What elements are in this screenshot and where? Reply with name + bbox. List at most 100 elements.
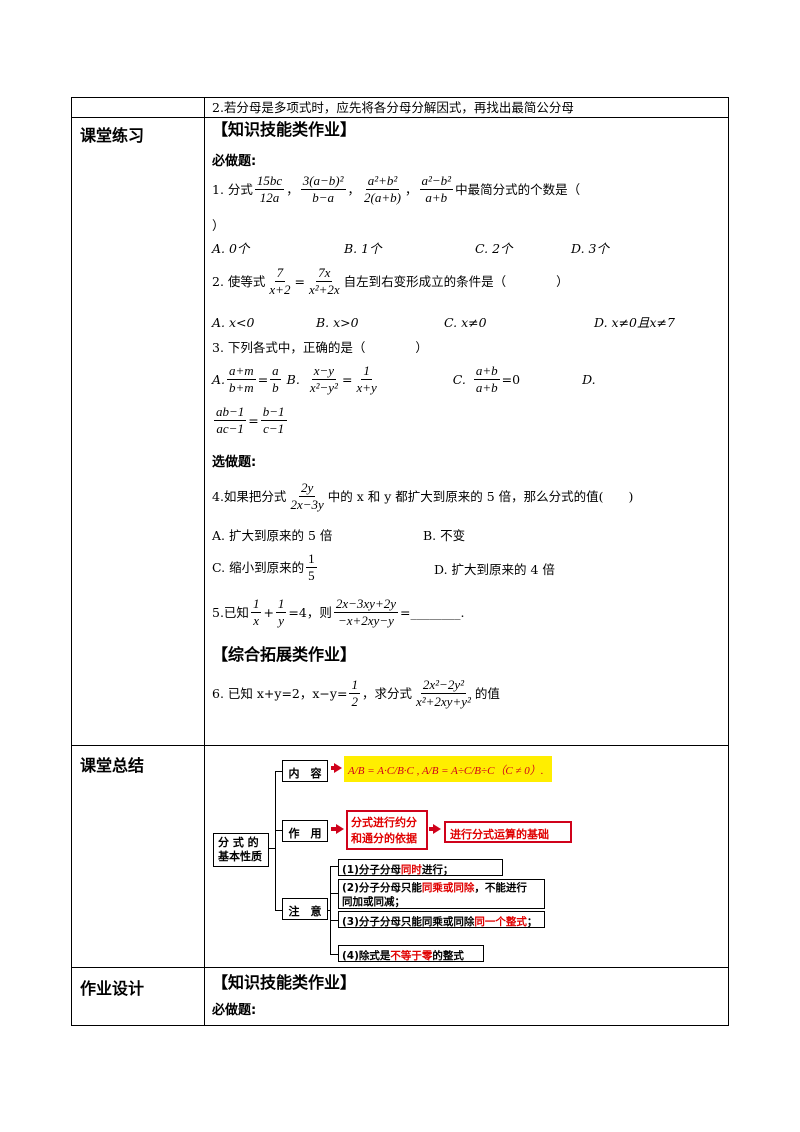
- q4-suffix: 中的 x 和 y 都扩大到原来的 5 倍，那么分式的值( ): [327, 488, 634, 504]
- content-formula: A/B = A·C/B·C , A/B = A÷C/B÷C（C ≠ 0）.: [344, 756, 552, 782]
- table-line-left: [71, 97, 72, 1026]
- note-4-pre: (4)除式是: [342, 950, 391, 962]
- content-arrow: [334, 763, 342, 773]
- q4-c-den: 5: [308, 568, 315, 584]
- q3-d-rden: c−1: [263, 421, 285, 437]
- notes-connector: [326, 910, 331, 911]
- q4-prefix: 4.如果把分式: [212, 488, 287, 504]
- note-4: (4)除式是不等于零的整式: [338, 945, 484, 962]
- table-line-mid: [204, 97, 205, 1026]
- q3-a-num: a+m: [227, 363, 256, 381]
- q4-num: 2y: [298, 480, 316, 498]
- q5-b-den: y: [278, 613, 285, 629]
- q3-c-result: =0: [501, 371, 521, 387]
- top-note: 2.若分母是多项式时，应先将各分母分解因式，再找出最简公分母: [212, 100, 574, 115]
- content-label: 内 容: [282, 760, 328, 782]
- note-3-red: 同一个整式: [474, 916, 527, 928]
- q3-b-label: B.: [286, 371, 300, 387]
- note-1-red: 同时: [400, 864, 422, 876]
- tree-trunk: [275, 771, 276, 911]
- notes-bracket-4: [330, 954, 338, 955]
- note-2: (2)分子分母只能同乘或同除，不能进行 同加或同减；: [338, 879, 545, 909]
- q2-r-den: x²+2x: [308, 282, 340, 298]
- q6-suffix: 的值: [474, 685, 500, 701]
- note-1-pre: (1)分子分母: [342, 864, 401, 876]
- use-label: 作 用: [282, 820, 328, 842]
- q1-f4-den: a+b: [425, 190, 448, 206]
- note-1-post: 进行；: [421, 864, 454, 876]
- heading-knowledge-skills: 【知识技能类作业】: [212, 120, 357, 139]
- q6-den: x²+2xy+y²: [415, 694, 471, 710]
- note-label: 注 意: [282, 898, 328, 920]
- q2-option-c: C. x≠0: [444, 315, 487, 330]
- use-arrow2-shaft: [429, 827, 434, 831]
- q5-b-num: 1: [275, 596, 287, 614]
- q3-d-num: ab−1: [214, 404, 247, 422]
- table-line-row3: [71, 967, 729, 968]
- q1-suffix: 中最简分式的个数是（: [455, 181, 581, 197]
- q4-option-d: D. 扩大到原来的 4 倍: [434, 562, 555, 577]
- q3-b-rnum: 1: [361, 363, 372, 381]
- row-label-summary: 课堂总结: [80, 756, 145, 775]
- q5-mid: =4，则: [288, 604, 332, 620]
- tree-branch-content: [275, 771, 283, 772]
- q3-b-den: x²−y²: [309, 380, 338, 396]
- q6-h-num: 1: [349, 677, 360, 695]
- q5-suffix: =________.: [399, 604, 465, 620]
- note-2-red: 同乘或同除: [421, 882, 475, 894]
- q5-e-num: 2x−3xy+2y: [333, 596, 398, 614]
- q3-a-rnum: a: [270, 363, 281, 381]
- q4-option-c-text: C. 缩小到原来的: [212, 559, 305, 575]
- optional-label: 选做题:: [212, 455, 257, 470]
- q1-f2-num: 3(a−b)²: [300, 173, 346, 191]
- use-arrow-1: [336, 824, 344, 834]
- content-arrow-shaft: [331, 766, 335, 770]
- q1-f1-den: 12a: [259, 190, 280, 206]
- use-arrow-2: [433, 824, 441, 834]
- use-box-1: 分式进行约分 和通分的依据: [346, 810, 428, 850]
- note-4-red: 不等于零: [390, 950, 433, 962]
- required-label: 必做题:: [212, 154, 257, 169]
- q6-mid: ，求分式: [361, 685, 412, 701]
- table-line-right: [728, 97, 729, 1026]
- q5-e-den: −x+2xy−y: [337, 613, 394, 629]
- note-1: (1)分子分母同时进行；: [338, 859, 503, 876]
- q3-a-label: A.: [212, 371, 226, 387]
- tree-branch-root: [268, 848, 276, 849]
- q4-c-num: 1: [306, 551, 317, 569]
- q2-option-d: D. x≠0且x≠7: [594, 315, 675, 330]
- q5-prefix: 5.已知: [212, 604, 249, 620]
- note-4-post: 的整式: [432, 950, 464, 962]
- q3-c-num: a+b: [473, 363, 500, 381]
- tree-branch-note: [275, 910, 283, 911]
- table-line-row1: [71, 117, 729, 118]
- q6-h-den: 2: [351, 694, 358, 710]
- note-3: (3)分子分母只能同乘或同除同一个整式；: [338, 911, 545, 928]
- note-2-pre: (2)分子分母只能: [342, 882, 422, 894]
- heading-comprehensive: 【综合拓展类作业】: [212, 645, 357, 664]
